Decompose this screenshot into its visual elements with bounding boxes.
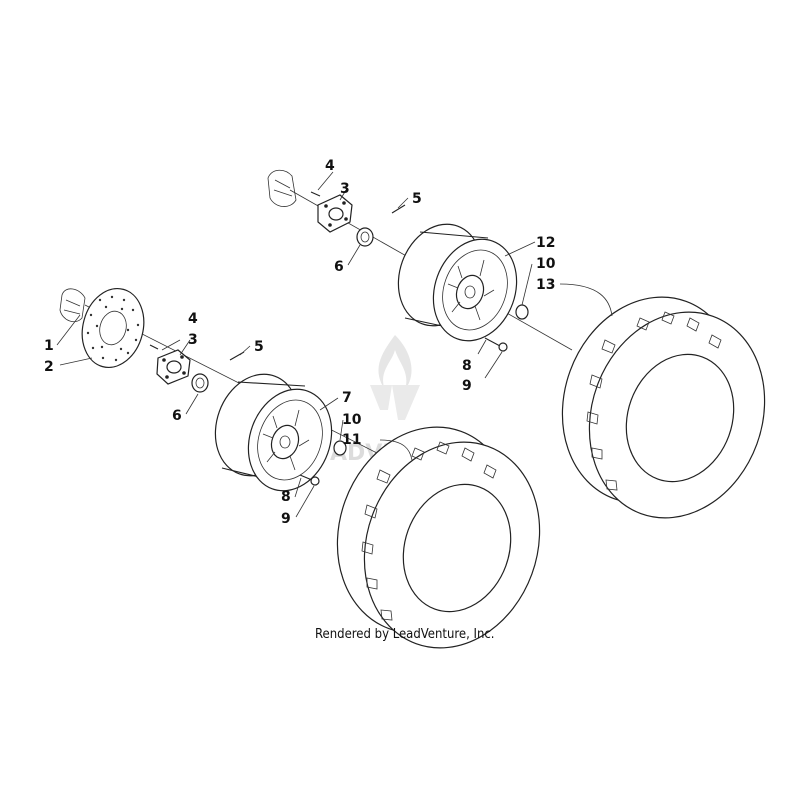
- lower-stud: [149, 344, 159, 350]
- callout-3-upper: 3: [340, 181, 350, 197]
- callout-6-lower: 6: [172, 408, 182, 424]
- callout-8-upper: 8: [462, 358, 472, 374]
- callout-10-lower: 10: [342, 412, 362, 428]
- callout-5-upper: 5: [412, 191, 422, 207]
- callout-labels: 4 3 5 6 12 10 13 8 9 1 2 4 3 5 6 7 10 11…: [44, 158, 556, 527]
- lower-brake-disc: [81, 287, 145, 369]
- upper-tire: [561, 296, 766, 519]
- render-credit: Rendered by LeadVenture, Inc.: [315, 627, 495, 642]
- callout-9-lower: 9: [281, 511, 291, 527]
- callout-7: 7: [342, 390, 352, 406]
- lower-rim: [214, 373, 333, 492]
- callout-2: 2: [44, 359, 54, 375]
- lower-tire: [336, 426, 541, 649]
- upper-assembly: [267, 169, 766, 519]
- upper-stud: [310, 191, 321, 197]
- upper-cotter-pin: [391, 204, 406, 214]
- callout-5-lower: 5: [254, 339, 264, 355]
- callout-4-lower: 4: [188, 311, 198, 327]
- callout-12: 12: [536, 235, 555, 251]
- upper-hub: [317, 194, 353, 233]
- upper-rim: [397, 223, 518, 342]
- leader-lines: [56, 171, 613, 518]
- callout-8-lower: 8: [281, 489, 291, 505]
- lower-assembly: [59, 287, 541, 649]
- lower-nut: [191, 373, 209, 393]
- lower-hub: [156, 349, 191, 385]
- upper-valve-stem: [484, 337, 508, 352]
- lower-lug-nut: [333, 440, 347, 456]
- callout-9-upper: 9: [462, 378, 472, 394]
- callout-10-upper: 10: [536, 256, 556, 272]
- callout-1: 1: [44, 338, 54, 354]
- callout-3-lower: 3: [188, 332, 198, 348]
- callout-4-upper: 4: [325, 158, 335, 174]
- upper-knuckle: [267, 169, 297, 207]
- callout-13: 13: [536, 277, 555, 293]
- upper-nut: [356, 227, 374, 247]
- callout-6-upper: 6: [334, 259, 344, 275]
- lower-knuckle: [59, 288, 86, 323]
- lower-valve-stem: [299, 474, 320, 486]
- upper-lug-nut: [515, 304, 529, 320]
- callout-11: 11: [342, 432, 361, 448]
